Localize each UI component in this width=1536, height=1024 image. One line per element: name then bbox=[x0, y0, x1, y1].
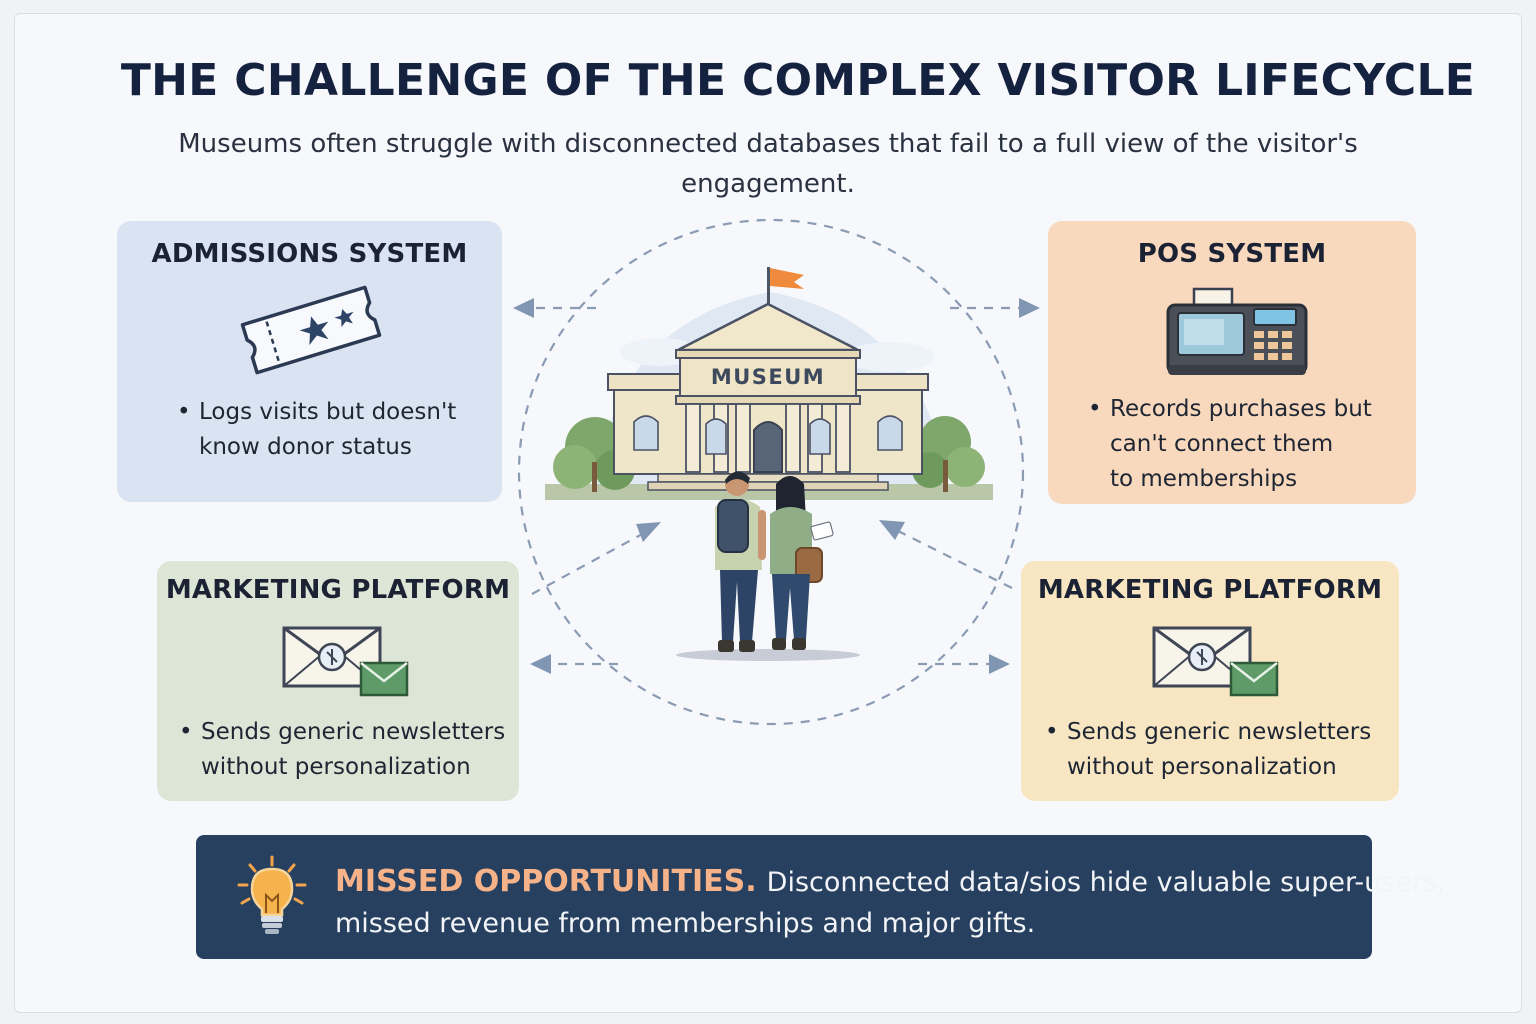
marketing-platform-card-right: MARKETING PLATFORM • Sends generic newsl… bbox=[1021, 561, 1399, 801]
arrowhead-marketing-left-out bbox=[530, 654, 551, 674]
description-line: Sends generic newsletters bbox=[201, 719, 506, 745]
visitor-man bbox=[715, 471, 766, 652]
dashed-circle bbox=[517, 218, 1025, 726]
banner-heading: MISSED OPPORTUNITIES. bbox=[335, 864, 757, 899]
email-icon bbox=[1152, 626, 1279, 697]
card-title: MARKETING PLATFORM bbox=[165, 575, 511, 605]
admissions-system-card: ADMISSIONS SYSTEM • Logs visits but does… bbox=[117, 221, 502, 502]
museum-illustration: MUSEUM bbox=[545, 267, 993, 661]
museum-label: MUSEUM bbox=[711, 365, 825, 389]
description-line: know donor status bbox=[199, 434, 412, 460]
lightbulb-icon bbox=[237, 855, 307, 934]
card-title: MARKETING PLATFORM bbox=[1037, 575, 1383, 605]
card-title: ADMISSIONS SYSTEM bbox=[151, 239, 468, 269]
pos-description: • Records purchases but can't connect th… bbox=[1088, 392, 1372, 497]
ticket-icon bbox=[240, 285, 382, 375]
arrowhead-marketing-right-in bbox=[879, 520, 905, 540]
admissions-description: • Logs visits but doesn't know donor sta… bbox=[177, 395, 457, 465]
flag bbox=[770, 268, 804, 289]
banner-text: MISSED OPPORTUNITIES. Disconnected data/s… bbox=[335, 861, 1446, 944]
arrowhead-marketing-right-out bbox=[989, 654, 1010, 674]
page-subtitle: Museums often struggle with disconnected… bbox=[178, 129, 1358, 199]
email-icon bbox=[282, 626, 409, 697]
marketing-platform-card-left: MARKETING PLATFORM • Sends generic newsl… bbox=[157, 561, 519, 801]
arrow-line-marketing-left-in bbox=[531, 531, 647, 595]
description-line: Logs visits but doesn't bbox=[199, 399, 457, 425]
arrowhead-admissions bbox=[513, 298, 534, 318]
visitor-woman bbox=[770, 476, 834, 650]
banner-line-1: Disconnected data/sios hide valuable sup… bbox=[766, 867, 1446, 898]
missed-opportunities-banner: MISSED OPPORTUNITIES. Disconnected data/s… bbox=[196, 835, 1446, 959]
description-line: can't connect them bbox=[1110, 431, 1334, 457]
banner-line-2: missed revenue from memberships and majo… bbox=[335, 908, 1036, 939]
card-title: POS SYSTEM bbox=[1137, 239, 1327, 269]
page-title: THE CHALLENGE OF THE COMPLEX VISITOR LIF… bbox=[120, 55, 1476, 106]
description-line: Sends generic newsletters bbox=[1067, 719, 1372, 745]
marketing-right-description: • Sends generic newsletters without pers… bbox=[1045, 715, 1372, 785]
arrow-line-marketing-right-in bbox=[895, 529, 1013, 589]
description-line: Records purchases but bbox=[1110, 396, 1372, 422]
description-line: without personalization bbox=[201, 754, 471, 780]
description-line: without personalization bbox=[1067, 754, 1337, 780]
arrowhead-marketing-left-in bbox=[636, 522, 661, 542]
cash-register-icon bbox=[1166, 287, 1308, 375]
arrowhead-pos bbox=[1019, 298, 1040, 318]
description-line: to memberships bbox=[1110, 466, 1298, 492]
marketing-left-description: • Sends generic newsletters without pers… bbox=[179, 715, 506, 785]
pos-system-card: POS SYSTEM • Records purchases but can't… bbox=[1048, 221, 1416, 504]
